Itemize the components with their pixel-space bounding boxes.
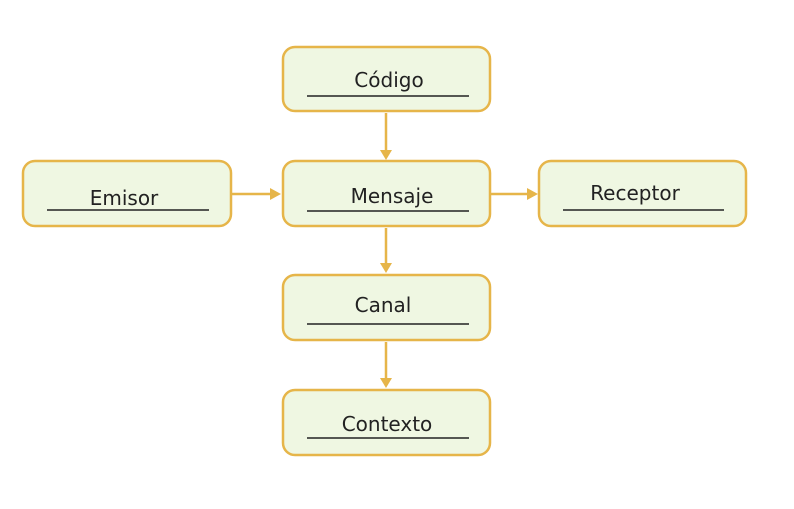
node-codigo: Código xyxy=(281,45,492,113)
node-emisor-label: Emisor xyxy=(90,186,159,210)
edge-mensaje-to-receptor xyxy=(491,188,538,200)
node-codigo-label: Código xyxy=(354,68,423,92)
node-contexto: Contexto xyxy=(281,388,492,457)
edge-emisor-to-mensaje xyxy=(232,188,281,200)
node-emisor: Emisor xyxy=(21,159,233,228)
edge-canal-to-contexto xyxy=(380,342,392,388)
edge-codigo-to-mensaje xyxy=(380,113,392,160)
node-canal-label: Canal xyxy=(355,293,412,317)
node-canal: Canal xyxy=(281,273,492,342)
node-receptor-label: Receptor xyxy=(590,181,680,205)
node-contexto-label: Contexto xyxy=(342,412,433,436)
edges xyxy=(232,113,538,388)
node-mensaje: Mensaje xyxy=(281,159,492,228)
node-receptor: Receptor xyxy=(537,159,748,228)
edge-mensaje-to-canal xyxy=(380,228,392,273)
node-mensaje-label: Mensaje xyxy=(351,184,434,208)
